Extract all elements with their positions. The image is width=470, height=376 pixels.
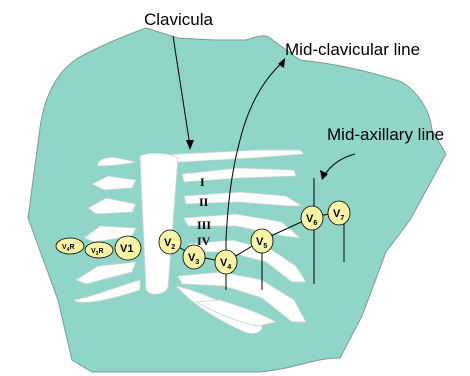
electrode-v7: V7 (328, 201, 350, 225)
electrode-v1-label: V1 (120, 243, 133, 255)
electrode-v2-sub: 2 (171, 244, 175, 251)
intercostal-label-3: III (197, 218, 211, 232)
mid-axillary-label: Mid-axillary line (327, 125, 444, 144)
electrode-v3: V3 (183, 245, 205, 269)
electrode-v4r: V4R (56, 238, 84, 254)
electrode-v6-sub: 6 (313, 220, 317, 227)
electrode-v4: V4 (215, 250, 237, 274)
electrode-v6: V6 (301, 206, 323, 230)
intercostal-label-1: I (200, 175, 205, 189)
electrode-v4r-suffix: R (69, 244, 74, 251)
electrode-v1: V1 (115, 236, 141, 260)
clavicula-label: Clavicula (144, 10, 214, 29)
electrode-v2: V2 (159, 230, 181, 254)
mid-clavicular-label: Mid-clavicular line (285, 40, 420, 59)
electrode-v5: V5 (251, 229, 273, 253)
electrode-v3r-suffix: R (98, 248, 103, 255)
intercostal-label-2: II (199, 195, 209, 209)
electrode-v4-sub: 4 (227, 264, 231, 271)
electrode-v3r: V3R (85, 242, 113, 258)
electrode-v7-sub: 7 (340, 215, 344, 222)
electrode-v3-sub: 3 (195, 259, 199, 266)
electrode-v5-sub: 5 (263, 243, 267, 250)
